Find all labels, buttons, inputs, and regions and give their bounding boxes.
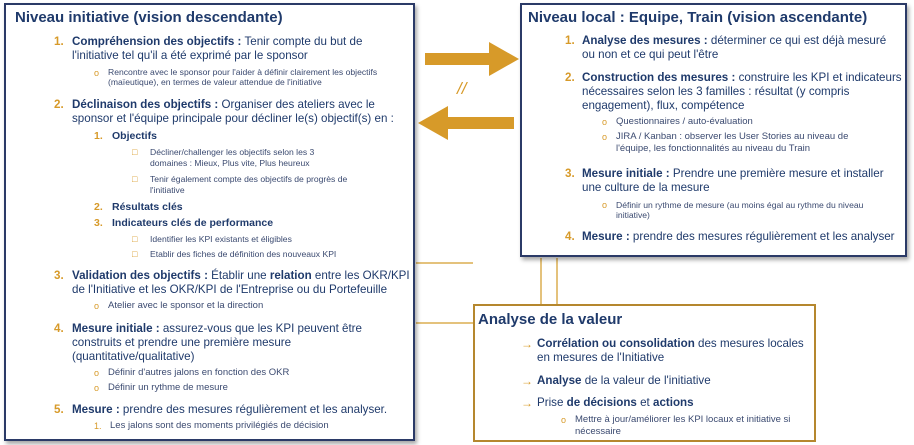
sub-number: 1. (94, 421, 102, 431)
connector-line-4 (416, 322, 473, 324)
local-level-title: Niveau local : Equipe, Train (vision asc… (528, 9, 868, 26)
list-item: Mesure initiale : assurez-vous que les K… (72, 322, 362, 335)
circle-bullet-icon: o (602, 117, 608, 127)
list-item: Mesure : prendre des mesures régulièreme… (582, 230, 895, 243)
sub-item: Décliner/challenger les objectifs selon … (150, 147, 315, 157)
item-number: 3. (54, 269, 64, 282)
list-item-cont: construits et prendre une première mesur… (72, 336, 292, 349)
item-number: 2. (565, 71, 575, 84)
sub-item: Questionnaires / auto-évaluation (616, 116, 753, 127)
circle-bullet-icon: o (94, 383, 100, 393)
list-item: Analyse de la valeur de l'initiative (537, 374, 711, 387)
initiative-level-title: Niveau initiative (vision descendante) (15, 9, 283, 26)
initiative-level-box: Niveau initiative (vision descendante) 1… (4, 3, 415, 441)
arrow-bullet-icon: → (521, 337, 533, 351)
sub-item: Identifier les KPI existants et éligible… (150, 234, 292, 244)
item-number: 1. (565, 34, 575, 47)
circle-bullet-icon: o (94, 68, 100, 78)
circle-bullet-icon: o (602, 200, 608, 210)
list-item: Corrélation ou consolidation des mesures… (537, 337, 804, 350)
list-item-cont: nécessaires selon les 3 familles : résul… (582, 85, 850, 98)
sub-item: Les jalons sont des moments privilégiés … (110, 420, 329, 431)
item-number: 4. (565, 230, 575, 243)
circle-bullet-icon: o (94, 301, 100, 311)
list-item: Mesure initiale : Prendre une première m… (582, 167, 884, 180)
list-item: Mesure : prendre des mesures régulièreme… (72, 403, 388, 416)
sub-item: l'initiative (150, 185, 185, 195)
list-item-cont: sponsor et l'équipe principale pour décl… (72, 112, 394, 125)
sub-heading: Résultats clés (112, 201, 183, 213)
sub-item: Définir un rythme de mesure (108, 382, 228, 393)
list-item-cont: l'initiative tel qu'il a été exprimé par… (72, 49, 308, 62)
connector-line-3 (416, 262, 473, 264)
sub-number: 3. (94, 217, 103, 229)
item-number: 5. (54, 403, 64, 416)
list-item-cont: une culture de la mesure (582, 181, 710, 194)
list-item-cont: (quantitative/qualitative) (72, 350, 195, 363)
sub-item: domaines : Mieux, Plus vite, Plus heureu… (150, 158, 310, 168)
sub-item: Rencontre avec le sponsor pour l'aider à… (108, 67, 378, 77)
connector-line-2 (556, 258, 558, 304)
sub-item: Atelier avec le sponsor et la direction (108, 300, 264, 311)
arrow-bullet-icon: → (521, 374, 533, 388)
list-item: Prise de décisions et actions (537, 396, 694, 409)
circle-bullet-icon: o (561, 415, 567, 425)
list-item-cont: engagement), flux, compétence (582, 99, 745, 112)
value-analysis-box: Analyse de la valeur → Corrélation ou co… (473, 304, 816, 442)
sub-item: Définir un rythme de mesure (au moins ég… (616, 200, 864, 210)
square-bullet-icon: □ (132, 147, 138, 157)
parallel-symbol: // (457, 79, 467, 98)
arrow-left-icon (418, 106, 514, 140)
sub-item: JIRA / Kanban : observer les User Storie… (616, 131, 849, 142)
sub-item: l'équipe, les fonctionnalités au niveau … (616, 143, 811, 154)
sub-item: (maïeutique), en termes de valeur attend… (108, 77, 322, 87)
item-number: 1. (54, 35, 64, 48)
list-item-cont: de l'Initiative et les OKR/KPI de l'Entr… (72, 283, 388, 296)
list-item-cont: ou non et ce qui peut l'être (582, 48, 719, 61)
item-number: 3. (565, 167, 575, 180)
sub-heading: Objectifs (112, 130, 157, 142)
sub-item: initiative) (616, 210, 650, 220)
square-bullet-icon: □ (132, 234, 138, 244)
item-number: 4. (54, 322, 64, 335)
square-bullet-icon: □ (132, 249, 138, 259)
item-number: 2. (54, 98, 64, 111)
local-level-box: Niveau local : Equipe, Train (vision asc… (520, 3, 907, 257)
sub-item: Tenir également compte des objectifs de … (150, 174, 348, 184)
circle-bullet-icon: o (602, 132, 608, 142)
sub-heading: Indicateurs clés de performance (112, 217, 274, 229)
value-analysis-title: Analyse de la valeur (478, 311, 623, 328)
sub-item: Définir d'autres jalons en fonction des … (108, 367, 290, 378)
list-item: Déclinaison des objectifs : Organiser de… (72, 98, 375, 111)
square-bullet-icon: □ (132, 174, 138, 184)
sub-item: Etablir des fiches de définition des nou… (150, 249, 337, 259)
list-item: Construction des mesures : construire le… (582, 71, 902, 84)
list-item-cont: en mesures de l'Initiative (537, 351, 665, 364)
sub-item: nécessaire (575, 426, 621, 437)
arrow-right-icon (425, 42, 519, 76)
connector-line-1 (540, 258, 542, 304)
list-item: Validation des objectifs : Établir une r… (72, 269, 410, 282)
circle-bullet-icon: o (94, 368, 100, 378)
sub-number: 1. (94, 130, 103, 142)
list-item: Analyse des mesures : déterminer ce qui … (582, 34, 887, 47)
arrow-bullet-icon: → (521, 396, 533, 410)
sub-number: 2. (94, 201, 103, 213)
list-item: Compréhension des objectifs : Tenir comp… (72, 35, 363, 48)
sub-item: Mettre à jour/améliorer les KPI locaux e… (575, 414, 791, 425)
